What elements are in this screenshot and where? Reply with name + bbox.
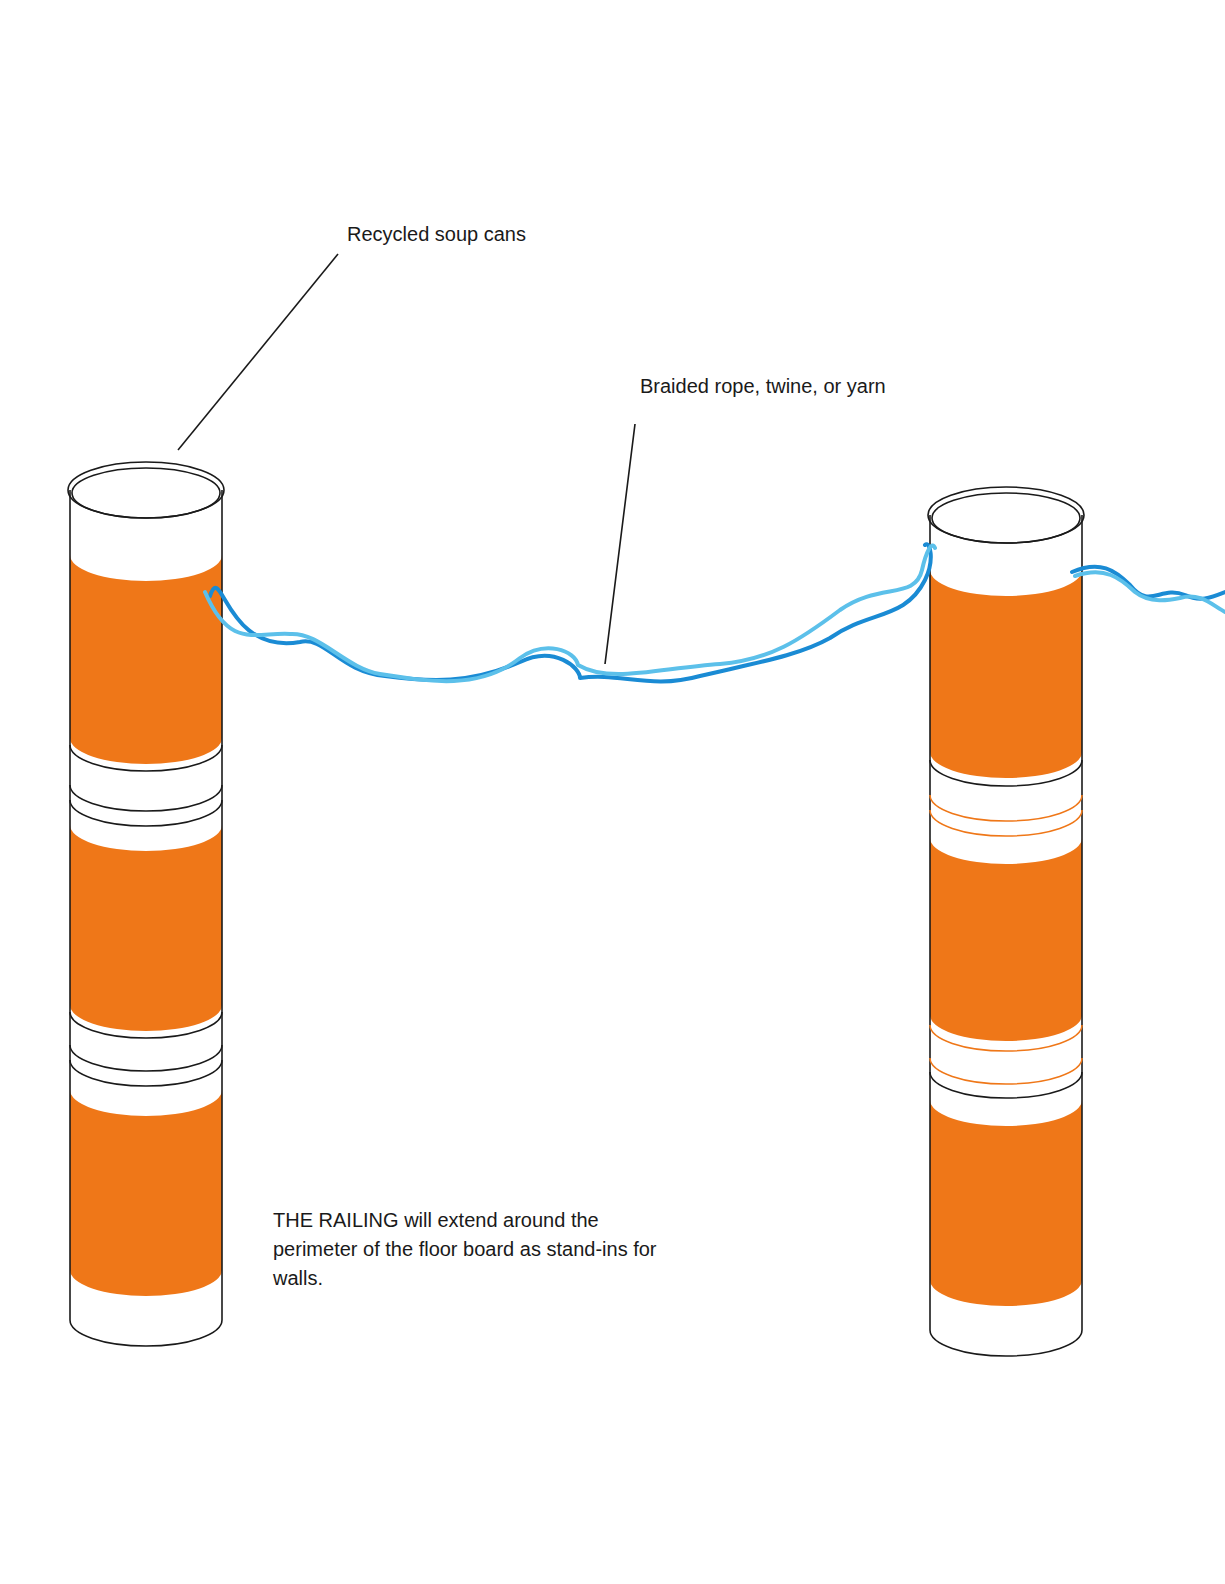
part-label: Braided rope, twine, or yarn [640,372,1000,401]
leader-line [605,424,635,664]
can-label [930,1100,1082,1306]
soup-can-post [68,462,224,1346]
can-label [930,570,1082,778]
part-label: Recycled soup cans [347,220,707,249]
can-top [72,468,220,518]
can-rim [68,462,224,518]
leader-lines [178,254,635,664]
can-label [70,825,222,1031]
braided-rope [205,544,1225,681]
note: THE RAILING will extend around the perim… [273,1206,673,1293]
leader-line [178,254,338,450]
can-label [70,555,222,764]
soup-can-post [928,487,1084,1356]
can-label [930,838,1082,1041]
can-label [70,1090,222,1296]
